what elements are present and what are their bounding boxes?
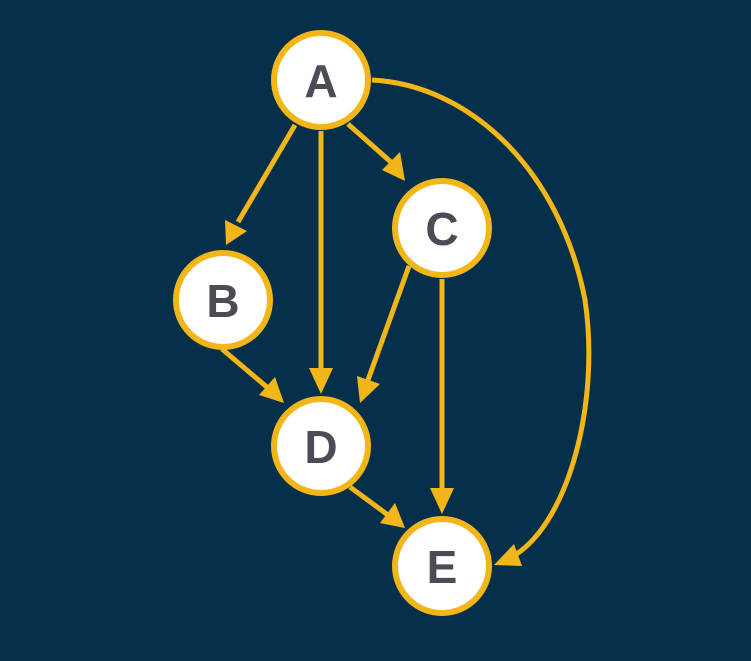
edge-a-to-c [346, 122, 405, 181]
arrowhead-icon [382, 152, 405, 181]
edge-c-to-e [430, 279, 454, 514]
arrowhead-icon [309, 368, 333, 394]
arrowhead-icon [225, 220, 247, 245]
node-d-label: D [304, 421, 337, 473]
edges [220, 77, 592, 566]
node-d[interactable]: D [271, 396, 371, 496]
node-b-label: B [206, 275, 239, 327]
node-a[interactable]: A [271, 30, 371, 130]
node-c-label: C [425, 203, 458, 255]
edge-a-to-d [309, 131, 333, 394]
arrowhead-icon [357, 376, 380, 403]
edge-b-to-d [220, 347, 284, 403]
edge-a-to-b [225, 123, 298, 245]
node-e-label: E [427, 541, 458, 593]
arrowhead-icon [430, 488, 454, 514]
edge-a-to-e [371, 77, 592, 566]
node-a-label: A [304, 55, 337, 107]
edge-d-to-e [348, 484, 405, 528]
nodes: A B C D E [173, 30, 492, 616]
arrowhead-icon [259, 377, 284, 403]
node-c[interactable]: C [392, 178, 492, 278]
arrowhead-icon [494, 544, 522, 566]
edge-c-to-d [357, 265, 412, 403]
node-e[interactable]: E [392, 516, 492, 616]
arrowhead-icon [380, 503, 405, 528]
node-b[interactable]: B [173, 250, 273, 350]
